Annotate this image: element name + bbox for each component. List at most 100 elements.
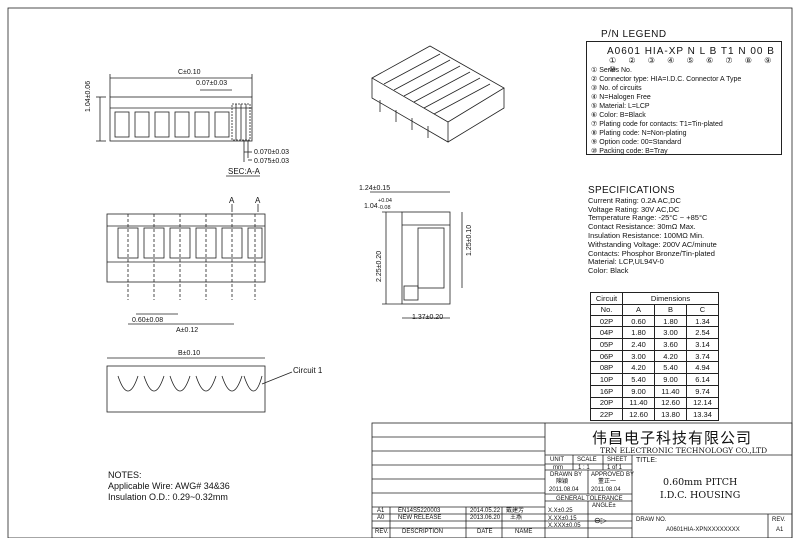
tb-draw-no-val: A0601HIA-XPNXXXXXXXX [666,527,740,533]
table-header-a: A [622,303,655,316]
table-cell: 4.20 [622,361,655,375]
section-label: SEC:A-A [228,167,261,176]
company-name-cn: 伟昌电子科技有限公司 [592,429,753,447]
section-view [96,74,260,177]
tb-drawn-date: 2011.08.04 [549,487,579,493]
rev-head-name: NAME [515,529,533,535]
isometric-view [371,45,505,143]
legend-item: ③ No. of circuits [591,85,642,92]
notes-title: NOTES: [108,470,142,480]
legend-item: ⑥ Color: B=Black [591,112,646,119]
table-cell: 0.60 [622,314,655,328]
tb-scale-val: 1 : 1 [578,465,590,471]
table-cell: 4.94 [686,361,719,375]
spec-line: Voltage Rating: 30V AC,DC [588,204,680,214]
rev-row-1-desc: EN14S5220003 [398,508,441,514]
pn-legend-list: ① Series No. ② Connector type: HIA=I.D.C… [591,66,741,156]
company-name-en: TRN ELECTRONIC TECHNOLOGY CO.,LTD [600,446,768,455]
dim-225: 2.25±0.20 [376,250,383,282]
table-cell: 3.00 [622,349,655,363]
legend-item: ② Connector type: HIA=I.D.C. Connector A… [591,76,742,83]
table-cell: 5.40 [622,373,655,386]
notes-wire: Applicable Wire: AWG# 34&36 [108,481,230,491]
section-marker-a-2: A [255,196,261,205]
pn-legend-box: A0601 HIA-XP N L B T1 N 00 B ① ② ③ ④ ⑤ ⑥… [586,41,782,155]
notes-insulation: Insulation O.D.: 0.29~0.32mm [108,492,228,502]
dim-pitch-007: 0.07±0.03 [196,80,228,87]
drawing-title-line2: I.D.C. HOUSING [660,490,741,501]
drawing-title: 0.60mm PITCH I.D.C. HOUSING [660,476,740,502]
table-cell: 12.60 [622,408,655,421]
rev-head-date: DATE [477,529,493,535]
pn-circled-numbers: ① ② ③ ④ ⑤ ⑥ ⑦ ⑧ ⑨ ⑩ [609,56,777,74]
dim-060: 0.60±0.08 [132,317,164,324]
drawing-title-line1: 0.60mm PITCH [663,477,738,488]
table-header-no: No. [590,303,623,316]
dim-c: C±0.10 [178,69,201,76]
legend-title: P/N LEGEND [601,29,667,40]
legend-item: ⑧ Plating code: N=Non-plating [591,130,687,137]
table-cell: 3.74 [686,349,719,363]
table-header-dimensions: Dimensions [622,292,719,305]
spec-title: SPECIFICATIONS [588,185,675,196]
legend-item: ⑨ Option code: 00=Standard [591,139,682,146]
legend-item: ⑤ Material: L=LCP [591,103,650,110]
table-cell: 06P [590,349,623,363]
notes: NOTES: Applicable Wire: AWG# 34&36 Insul… [108,470,230,503]
rev-row-1-name: 戴建芳 [506,508,525,514]
table-cell: 12.60 [654,396,687,410]
spec-line: Temperature Range: -25°C ~ +85°C [588,213,708,223]
circuit-1-label: Circuit 1 [293,366,323,375]
tb-draw-no: DRAW NO. [636,517,667,523]
spec-line: Current Rating: 0.2A AC,DC [588,195,681,205]
table-cell: 16P [590,384,623,398]
table-cell: 6.14 [686,373,719,386]
rev-head-desc: DESCRIPTION [402,529,444,535]
tb-approved-by: APPROVED BY [591,472,635,478]
table-cell: 2.54 [686,326,719,340]
tb-drawn-by: DRAWN BY [550,472,583,478]
tb-unit-val: mm [553,465,563,471]
table-cell: 1.80 [654,314,687,328]
dim-104-plus: +0.04 [378,198,392,204]
table-header-circuit: Circuit [590,292,623,305]
rev-row-2-rev: A0 [377,515,385,521]
tb-sheet: SHEET [607,457,628,463]
tb-unit: UNIT [550,457,564,463]
section-marker-a-1: A [229,196,235,205]
table-cell: 13.34 [686,408,719,421]
legend-item: ⑩ Packing code: B=Tray [591,148,668,155]
table-cell: 3.14 [686,338,719,351]
dim-a: A±0.12 [176,327,199,334]
tb-scale: SCALE [577,457,597,463]
front-view [106,204,266,325]
table-cell: 4.20 [654,349,687,363]
table-cell: 9.00 [654,373,687,386]
tb-tol-1: X.X±0.25 [548,508,573,514]
tb-rev-val: A1 [776,527,784,533]
dim-104: 1.04 [364,203,378,210]
spec-line: Contacts: Phosphor Bronze/Tin-plated [588,248,715,258]
pn-code: A0601 HIA-XP N L B T1 N 00 B [607,46,775,57]
table-cell: 1.80 [622,326,655,340]
legend-item: ① Series No. [591,67,632,74]
dim-104-minus: -0.08 [378,205,391,211]
table-cell: 3.60 [654,338,687,351]
title-block-grid [371,422,793,538]
table-cell: 04P [590,326,623,340]
tb-tol-2: X.XX±0.15 [548,516,577,522]
rev-row-2-desc: NEW RELEASE [398,515,442,521]
tb-rev: REV. [772,517,786,523]
table-header-b: B [654,303,687,316]
table-cell: 9.00 [622,384,655,398]
tb-sheet-val: 1 of 1 [607,465,623,471]
tb-angle: ANGLE± [592,503,616,509]
table-cell: 22P [590,408,623,421]
